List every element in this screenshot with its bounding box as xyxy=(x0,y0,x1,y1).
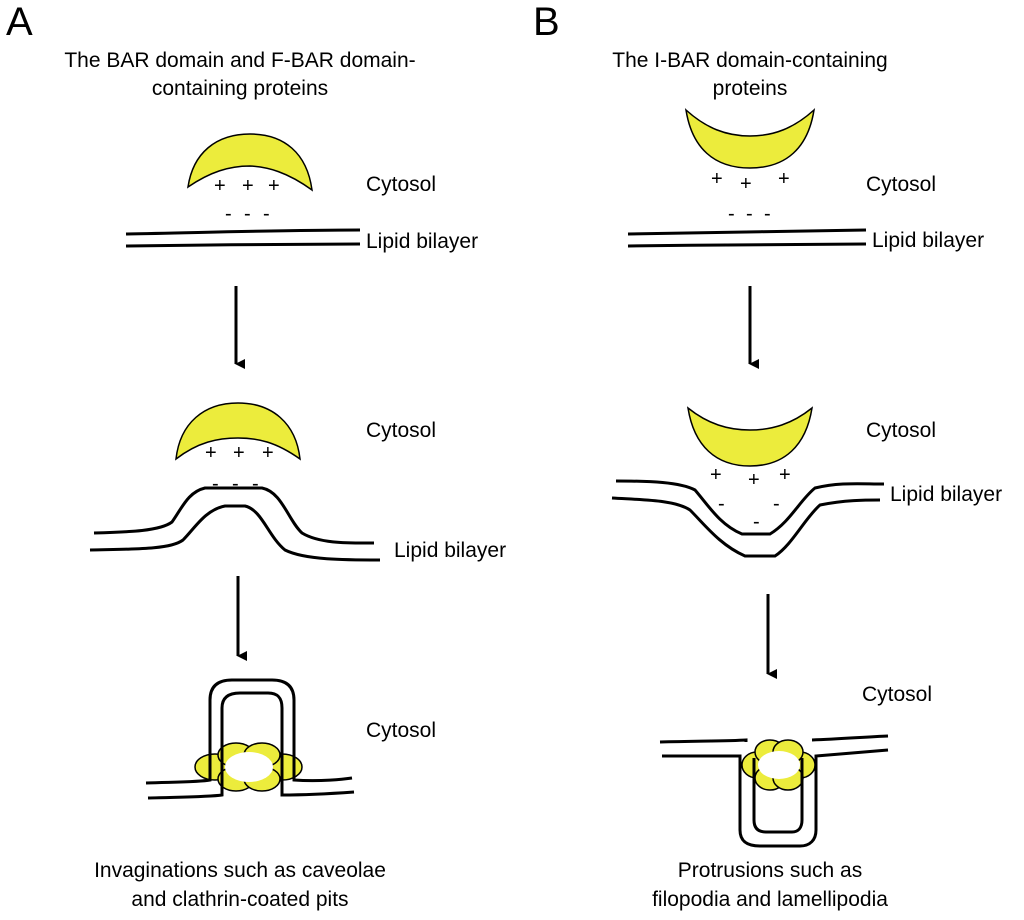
panel-a-minus-2b: - xyxy=(232,473,239,495)
panel-a-minus-2c: - xyxy=(252,473,259,495)
panel-a-minus-1a: - xyxy=(225,203,232,225)
panel-b-plus-1a: + xyxy=(711,168,723,190)
panel-b-minus-1c: - xyxy=(764,203,771,225)
panel-a-bilayer-3 xyxy=(145,678,355,800)
panel-b-title-line2: proteins xyxy=(712,77,788,100)
panel-a-cytosol-2: Cytosol xyxy=(366,419,437,442)
panel-a-plus-1c: + xyxy=(268,175,280,197)
panel-a-cytosol-3: Cytosol xyxy=(366,719,437,742)
panel-a-protein-2 xyxy=(175,402,301,461)
panel-a-letter: A xyxy=(6,0,33,44)
panel-a-title-line2: containing proteins xyxy=(151,77,329,100)
panel-b-cytosol-3: Cytosol xyxy=(862,683,933,706)
panel-b-plus-2c: + xyxy=(779,464,791,486)
panel-a-protein-1 xyxy=(187,133,313,192)
panel-a-plus-2a: + xyxy=(205,442,217,464)
panel-a-cytosol-1: Cytosol xyxy=(366,173,437,196)
panel-b-minus-2b: - xyxy=(773,493,780,515)
panel-b-letter: B xyxy=(533,0,560,44)
panel-b-minus-2a: - xyxy=(718,493,725,515)
panel-b-minus-1b: - xyxy=(746,203,753,225)
panel-b-plus-1b: + xyxy=(740,173,752,195)
panel-b-cytosol-2: Cytosol xyxy=(866,419,937,442)
panel-b-plus-2b: + xyxy=(748,469,760,491)
panel-b-plus-1c: + xyxy=(778,168,790,190)
panel-a-plus-2b: + xyxy=(233,442,245,464)
panel-b-caption-line1: Protrusions such as xyxy=(677,859,863,882)
panel-a-plus-1a: + xyxy=(214,175,226,197)
panel-b-cytosol-1: Cytosol xyxy=(866,173,937,196)
panel-a-caption-line2: and clathrin-coated pits xyxy=(131,888,349,911)
panel-b-protein-1 xyxy=(684,108,816,169)
panel-a-plus-1b: + xyxy=(242,175,254,197)
panel-a-plus-2c: + xyxy=(262,442,274,464)
panel-a-caption-line1: Invaginations such as caveolae xyxy=(94,859,386,882)
panel-b-caption-line2: filopodia and lamellipodia xyxy=(652,888,888,911)
panel-b-bilayer-label-2: Lipid bilayer xyxy=(890,483,1003,506)
panel-b-plus-2a: + xyxy=(710,464,722,486)
panel-a-minus-1c: - xyxy=(263,203,270,225)
panel-b-bilayer-1 xyxy=(627,228,867,248)
panel-b-bilayer-label-1: Lipid bilayer xyxy=(872,229,985,252)
panel-a-title-line1: The BAR domain and F-BAR domain- xyxy=(64,49,416,72)
panel-a-bilayer-label-2: Lipid bilayer xyxy=(394,539,507,562)
panel-b-minus-1a: - xyxy=(728,203,735,225)
panel-b-bilayer-3 xyxy=(659,734,889,848)
panel-a-minus-1b: - xyxy=(244,203,251,225)
panel-b-bilayer-2 xyxy=(611,479,885,558)
panel-a-bilayer-label-1: Lipid bilayer xyxy=(366,230,479,253)
panel-a-minus-2a: - xyxy=(212,473,219,495)
panel-a-bilayer-1 xyxy=(125,228,361,248)
panel-b-protein-2 xyxy=(686,406,814,467)
panel-a-protein-ring xyxy=(194,742,303,792)
panel-a-bilayer-2 xyxy=(89,486,381,562)
panel-b-minus-2c: - xyxy=(753,511,760,533)
panel-b-title-line1: The I-BAR domain-containing xyxy=(612,49,888,72)
